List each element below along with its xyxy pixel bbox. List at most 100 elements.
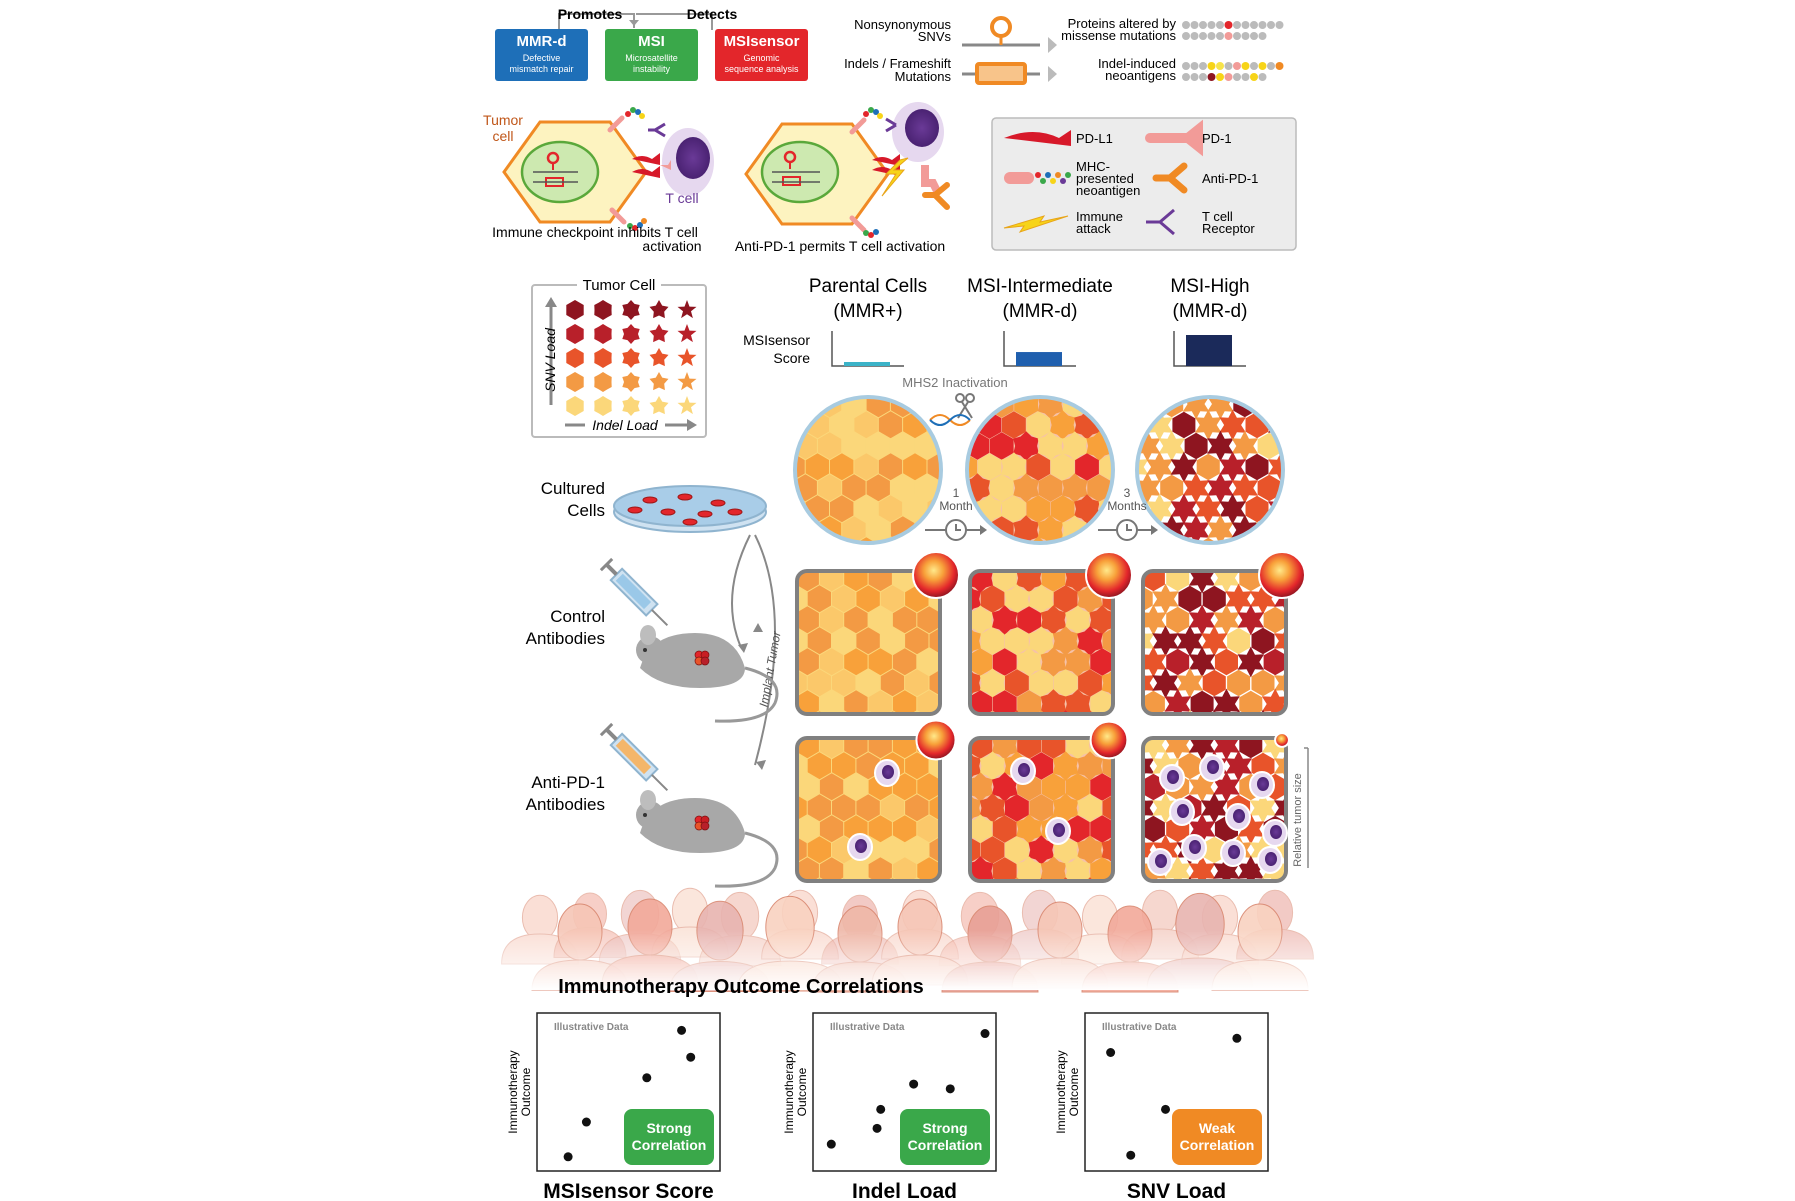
badge-label: Strong	[922, 1120, 967, 1136]
timeline-2-n: 3	[1124, 486, 1131, 500]
detects-label: Detects	[687, 6, 738, 22]
legend-label: presented	[1076, 171, 1134, 186]
snv-symbol	[962, 16, 1040, 47]
neoantigen-beads-left	[625, 107, 647, 231]
t-cell-icon	[1169, 798, 1195, 826]
correlation-badge	[900, 1109, 990, 1165]
t-cell-icon	[874, 759, 900, 787]
t-cell-icon	[1147, 848, 1173, 876]
data-point	[826, 1139, 836, 1149]
header-box-sub: mismatch repair	[509, 64, 573, 74]
correlation-charts: Illustrative DataImmunotherapyOutcomeMSI…	[506, 1012, 1269, 1201]
header-box-title: MSI	[638, 33, 665, 50]
control-antibodies-label-2: Antibodies	[526, 629, 605, 648]
legend-label: Receptor	[1202, 221, 1255, 236]
square-antipd1-parental	[797, 738, 940, 881]
left-procedure: Cultured Cells Implant Tumor Control Ant…	[526, 479, 784, 888]
t-cell-icon	[1225, 803, 1251, 831]
data-point	[909, 1079, 919, 1089]
tumor-cell-grid: Tumor Cell SNV Load Indel Load	[531, 277, 707, 438]
header-box-title: MSIsensor	[724, 33, 800, 50]
syringe-icon	[599, 722, 669, 792]
timeline-1-unit: Month	[939, 499, 972, 513]
anti-pd1-antibodies-label-2: Antibodies	[526, 795, 605, 814]
badge-label: Weak	[1199, 1120, 1236, 1136]
square-control-high	[1143, 571, 1286, 714]
tumor-grid-title: Tumor Cell	[583, 277, 656, 294]
mice	[599, 557, 779, 888]
neoantigen-beads-right	[863, 107, 883, 238]
data-point	[980, 1029, 990, 1039]
caption-left-1: Immune checkpoint inhibits T cell	[492, 224, 698, 240]
column-title: Parental Cells	[809, 276, 927, 297]
header-box-sub: instability	[633, 64, 671, 74]
checkpoint-right-panel: Anti-PD-1 permits T cell activation	[735, 102, 950, 254]
tumor-grid-shapes	[566, 300, 697, 416]
square-antipd1-intermediate	[970, 738, 1113, 881]
chart-xlabel: Indel Load	[852, 1180, 957, 1201]
chart-xlabel: SNV Load	[1127, 1180, 1226, 1201]
data-point	[563, 1152, 573, 1162]
column-subtitle: (MMR+)	[833, 301, 902, 322]
data-point	[872, 1123, 882, 1133]
lightning-icon	[1003, 215, 1069, 233]
tumor-size-marker	[1258, 551, 1306, 599]
bead-rows	[1182, 21, 1284, 81]
data-point	[686, 1052, 696, 1062]
badge-label: Correlation	[632, 1137, 707, 1153]
tumor-size-markers	[912, 551, 1306, 761]
snv-label-2: SNVs	[918, 29, 952, 44]
data-point	[1232, 1033, 1242, 1043]
neoantigen-label-2: neoantigens	[1105, 68, 1176, 83]
mouse-icon	[636, 625, 779, 723]
scatter-chart: Illustrative DataImmunotherapyOutcomeSNV…	[1054, 1012, 1269, 1201]
data-point	[876, 1104, 886, 1114]
scatter-chart: Illustrative DataImmunotherapyOutcomeInd…	[782, 1012, 997, 1201]
msisensor-score-bar	[844, 362, 890, 366]
legend-label: T cell	[1202, 209, 1233, 224]
tumor-size-marker	[1089, 720, 1129, 760]
msisensor-score-label-1: MSIsensor	[743, 332, 810, 348]
msisensor-score-bar	[1186, 335, 1232, 366]
data-point	[1161, 1104, 1171, 1114]
badge-label: Correlation	[1180, 1137, 1255, 1153]
indel-label-1: Indels / Frameshift	[844, 56, 951, 71]
header-box-sub: sequence analysis	[724, 64, 799, 74]
msisensor-score-bar	[1016, 352, 1062, 366]
t-cell-icon	[1257, 846, 1283, 874]
tumor-size-marker	[1085, 551, 1133, 599]
mhc-neoantigen-icon	[1004, 172, 1071, 184]
mhs2-label: MHS2 Inactivation	[902, 375, 1008, 390]
cultured-cells-label-1: Cultured	[541, 479, 605, 498]
indel-load-axis: Indel Load	[592, 417, 659, 433]
legend-label: MHC-	[1076, 159, 1110, 174]
data-point	[642, 1073, 652, 1083]
chart-ylabel: ImmunotherapyOutcome	[782, 1050, 809, 1133]
checkpoint-left-panel: Tumor cell T cell Immune checkpoint inhi…	[483, 107, 714, 254]
promotes-label: Promotes	[558, 6, 623, 22]
data-point	[581, 1117, 591, 1127]
timeline-2-unit: Months	[1107, 499, 1146, 513]
t-cell-icon	[847, 833, 873, 861]
data-point	[1126, 1150, 1136, 1160]
header-box-1	[605, 29, 698, 81]
syringe-icon	[599, 557, 669, 627]
correlation-badge	[1172, 1109, 1262, 1165]
scatter-chart: Illustrative DataImmunotherapyOutcomeMSI…	[506, 1012, 721, 1201]
legend-label: PD-1	[1202, 131, 1232, 146]
column-title: MSI-Intermediate	[967, 276, 1113, 297]
neoantigen-label-1: Indel-induced	[1098, 56, 1176, 71]
legend-label: PD-L1	[1076, 131, 1113, 146]
proteins-label-2: missense mutations	[1061, 28, 1176, 43]
header-box-sub: Defective	[523, 53, 561, 63]
header-box-sub: Genomic	[743, 53, 780, 63]
tumor-cell-label-1: Tumor	[483, 112, 523, 128]
chart-ylabel: ImmunotherapyOutcome	[506, 1050, 533, 1133]
legend-label: Anti-PD-1	[1202, 171, 1258, 186]
snv-label-1: Nonsynonymous	[854, 17, 951, 32]
header-box-2	[715, 29, 808, 81]
column-title: MSI-High	[1170, 276, 1249, 297]
t-cell-icon	[1249, 771, 1275, 799]
